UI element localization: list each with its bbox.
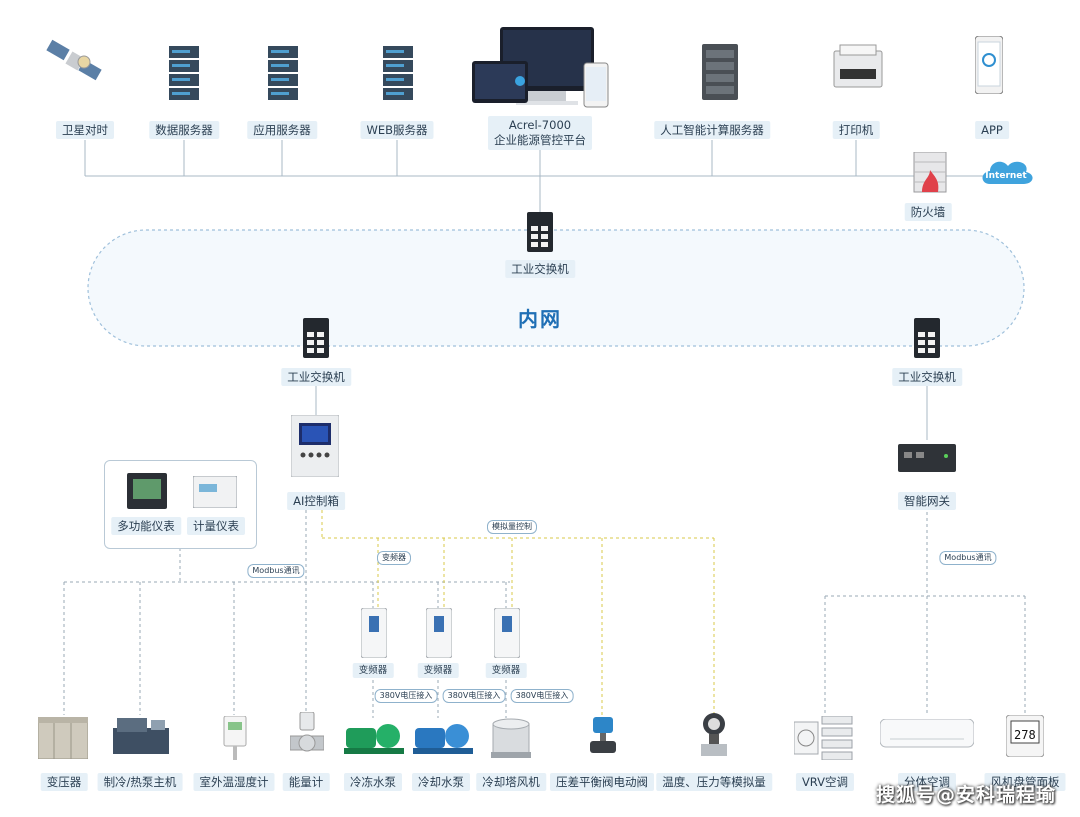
label-printer: 打印机 <box>832 121 880 139</box>
fan-coil-panel-icon: 278 <box>1006 715 1044 757</box>
phone-app-icon <box>975 36 1003 94</box>
data-server-icon <box>167 46 201 100</box>
transformer-icon <box>38 717 88 759</box>
label-satellite: 卫星对时 <box>56 121 114 139</box>
metering-meter-icon <box>193 476 237 508</box>
printer-icon <box>830 43 886 93</box>
smart-gateway-icon <box>898 440 956 476</box>
tag-vfd: 变频器 <box>377 551 411 565</box>
label-transformer: 变压器 <box>40 773 88 791</box>
label-differential-valve: 压差平衡阀电动阀 <box>550 773 654 791</box>
label-data-server: 数据服务器 <box>149 121 219 139</box>
core-switch-icon <box>527 212 553 252</box>
label-chiller: 制冷/热泵主机 <box>97 773 183 791</box>
ai-server-icon <box>700 44 740 100</box>
label-vrv: VRV空调 <box>795 773 855 791</box>
label-smart-gateway: 智能网关 <box>898 492 956 510</box>
label-web-server: WEB服务器 <box>360 121 434 139</box>
label-ai-control-box: AI控制箱 <box>287 492 345 510</box>
label-chilled-water-pump: 冷冻水泵 <box>344 773 402 791</box>
chiller-icon <box>113 718 169 758</box>
label-thermo-hygrometer: 室外温湿度计 <box>193 773 275 791</box>
label-metering-meter: 计量仪表 <box>187 517 245 535</box>
cloud-icon <box>980 154 1034 186</box>
ai-control-box-icon <box>291 415 339 477</box>
label-right-switch: 工业交换机 <box>892 368 962 386</box>
differential-pressure-valve-icon <box>588 717 618 757</box>
top-bus-lines <box>84 140 990 218</box>
label-multifunction-meter: 多功能仪表 <box>111 517 181 535</box>
multifunction-meter-icon <box>127 473 167 509</box>
cooling-water-pump-icon <box>413 716 473 756</box>
label-analog-sensors: 温度、压力等模拟量 <box>656 773 772 791</box>
satellite-icon <box>46 38 110 84</box>
right-switch-icon <box>914 318 940 358</box>
vfd-2-icon <box>426 608 452 658</box>
intranet-ring <box>87 229 1025 347</box>
label-app: APP <box>975 121 1009 139</box>
label-ai-server: 人工智能计算服务器 <box>654 121 770 139</box>
label-vfd-3: 变频器 <box>485 663 527 678</box>
modbus-dashed-lines <box>63 510 510 718</box>
label-energy-meter: 能量计 <box>282 773 330 791</box>
tag-voltage-1: 380V电压接入 <box>374 689 438 703</box>
label-fan-coil-panel: 风机盘管面板 <box>984 773 1066 791</box>
internet-label: Internet <box>985 171 1027 181</box>
tag-voltage-3: 380V电压接入 <box>510 689 574 703</box>
tag-modbus-right: Modbus通讯 <box>939 551 997 565</box>
energy-meter-icon <box>290 712 324 760</box>
label-split-ac: 分体空调 <box>898 773 956 791</box>
intranet-title: 内网 <box>518 307 562 331</box>
label-vfd-2: 变频器 <box>417 663 459 678</box>
left-switch-icon <box>303 318 329 358</box>
cooling-tower-fan-icon <box>489 716 533 758</box>
vrv-air-conditioner-icon <box>794 716 854 760</box>
svg-text:278: 278 <box>1014 728 1036 742</box>
thermo-hygrometer-icon <box>222 716 248 760</box>
tag-modbus-left: Modbus通讯 <box>247 564 305 578</box>
app-server-icon <box>266 46 300 100</box>
analog-dashed-lines <box>321 510 715 718</box>
label-cooling-water-pump: 冷却水泵 <box>412 773 470 791</box>
chilled-water-pump-icon <box>344 716 404 756</box>
split-air-conditioner-icon <box>880 719 974 751</box>
label-core-switch: 工业交换机 <box>505 260 575 278</box>
platform-monitor-icon <box>472 27 612 109</box>
vfd-1-icon <box>361 608 387 658</box>
watermark: 搜狐号@安科瑞程瑜 <box>875 784 1056 806</box>
label-cooling-tower-fan: 冷却塔风机 <box>476 773 546 791</box>
label-app-server: 应用服务器 <box>247 121 317 139</box>
firewall-icon <box>912 152 948 196</box>
meter-group-box <box>104 460 257 549</box>
web-server-icon <box>381 46 415 100</box>
right-dashed-lines <box>824 512 1026 715</box>
pressure-transmitter-icon <box>697 712 731 758</box>
vfd-3-icon <box>494 608 520 658</box>
tag-voltage-2: 380V电压接入 <box>442 689 506 703</box>
platform-subtitle: 企业能源管控平台 <box>494 133 586 147</box>
label-firewall: 防火墙 <box>904 203 952 221</box>
platform-name: Acrel-7000 <box>508 118 572 132</box>
tag-analog-control: 模拟量控制 <box>487 520 537 534</box>
label-vfd-1: 变频器 <box>352 663 394 678</box>
label-platform: Acrel-7000 企业能源管控平台 <box>488 116 592 150</box>
label-left-switch: 工业交换机 <box>281 368 351 386</box>
